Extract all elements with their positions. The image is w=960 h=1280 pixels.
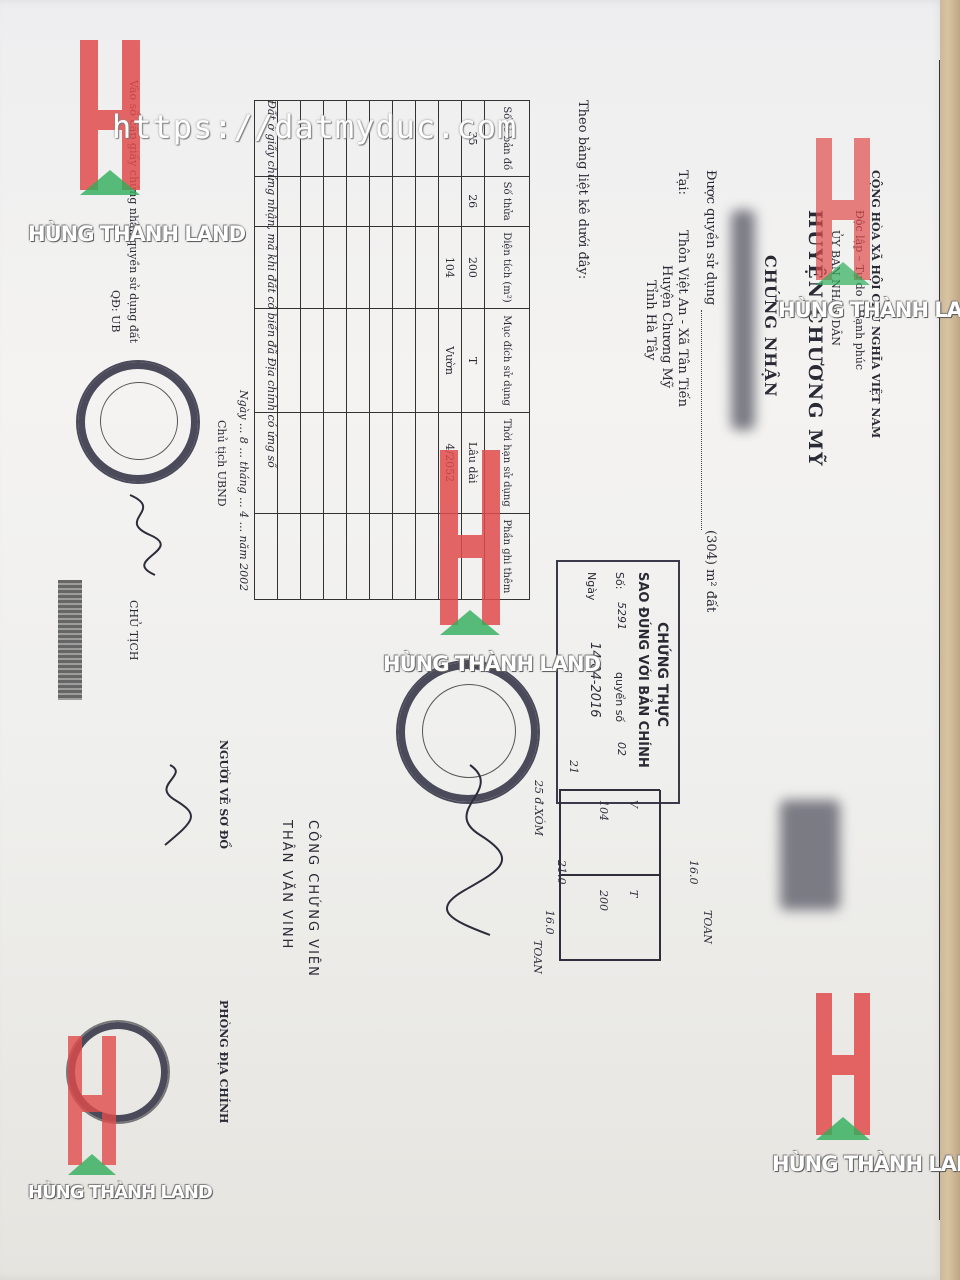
plot-sketch xyxy=(559,789,661,961)
table-edge xyxy=(940,0,960,1280)
cert-line1: CHỨNG THỰC xyxy=(654,622,670,728)
usage-dots xyxy=(701,310,716,530)
address-line2: Huyện Chương Mỹ xyxy=(659,265,674,389)
header-purpose: Mục đích sử dụng xyxy=(484,308,530,413)
cert-number-value: 5291 xyxy=(615,602,628,630)
cell-purpose: T xyxy=(461,308,485,413)
brand-watermark: HÙNG THÀNH LAND xyxy=(772,1152,960,1176)
sketch-v: V xyxy=(627,800,640,808)
hung-thanh-logo-icon xyxy=(816,993,870,1140)
cert-book-label: quyển số xyxy=(613,672,626,723)
header-plot: Số thửa xyxy=(484,176,530,227)
surveyor-signature xyxy=(164,764,192,846)
cert-number-label: Số: xyxy=(613,572,626,590)
address-line3: Tỉnh Hà Tây xyxy=(643,280,658,361)
doc-title: CHỨNG NHẬN xyxy=(761,255,780,398)
sketch-left-num: 21 xyxy=(567,760,580,774)
margin-barcode xyxy=(58,580,82,700)
notary-line2: THÂN VĂN VINH xyxy=(279,820,294,951)
hung-thanh-logo-icon xyxy=(68,1036,116,1175)
table-row xyxy=(346,100,370,600)
notary-signature xyxy=(445,764,503,936)
redacted-block xyxy=(780,800,840,910)
sketch-t: T xyxy=(627,890,640,898)
brand-watermark: HÙNG THÀNH LAND xyxy=(28,1182,213,1203)
cell-plot: 26 xyxy=(461,176,485,227)
signer-role: Chủ tịch UBND xyxy=(215,420,228,507)
footer-note: Đất ở giấy chứng nhận, mã khi đất có biế… xyxy=(265,100,278,468)
sketch-area-a: 104 xyxy=(597,800,610,821)
cell-area: 104 xyxy=(438,226,462,309)
sketch-side: TOAN xyxy=(701,910,714,944)
table-row xyxy=(392,100,416,600)
table-row xyxy=(277,100,301,600)
surveyor-label: NGƯỜI VẼ SƠ ĐỒ xyxy=(217,740,230,849)
cert-date-label: Ngày xyxy=(585,572,598,601)
official-seal xyxy=(76,360,200,484)
date-line: Ngày ... 8 ... tháng ... 4 ... năm 2002 xyxy=(237,390,250,592)
side-note-2: QĐ: UB xyxy=(109,290,122,333)
usage-label: Được quyền sử dụng xyxy=(703,170,718,306)
cell-purpose: Vườn xyxy=(438,308,462,413)
chairman-signature xyxy=(129,494,162,576)
cert-line2: SAO ĐÚNG VỚI BẢN CHÍNH xyxy=(635,572,650,768)
cert-book-value: 02 xyxy=(615,742,628,756)
brand-watermark: HÙNG THÀNH LAND xyxy=(778,298,960,322)
site-url-watermark: https://datmyduc.com xyxy=(112,108,518,146)
header-area: Diện tích (m²) xyxy=(484,226,530,309)
sketch-bottom: 16.0 xyxy=(543,910,556,935)
brand-watermark: HÙNG THÀNH LAND xyxy=(28,222,246,246)
hung-thanh-logo-icon xyxy=(816,138,870,285)
sketch-bottom-side: TOAN xyxy=(531,940,544,974)
notary-line1: CÔNG CHỨNG VIÊN xyxy=(305,820,320,978)
sketch-area-b: 200 xyxy=(597,890,610,911)
cell-area: 200 xyxy=(461,226,485,309)
land-office-label: PHÒNG ĐỊA CHÍNH xyxy=(217,1000,230,1124)
table-row xyxy=(300,100,324,600)
sketch-top: 16.0 xyxy=(687,860,700,885)
sketch-road: 25 đ.XÓM xyxy=(532,780,545,836)
at-label: Tại: xyxy=(675,170,690,195)
signer-title: CHỦ TỊCH xyxy=(127,600,140,661)
list-note: Theo bảng liệt kê dưới đây: xyxy=(575,100,590,280)
redacted-owner xyxy=(731,210,755,430)
table-row xyxy=(323,100,347,600)
cell-plot xyxy=(438,176,462,227)
brand-watermark: HÙNG THÀNH LAND xyxy=(383,652,601,676)
area-value: (304) m² đất xyxy=(703,530,718,613)
address-line1: Thôn Việt An - Xã Tân Tiến xyxy=(675,230,690,408)
hung-thanh-logo-icon xyxy=(80,40,140,195)
certificate-page: CỘNG HÒA XÃ HỘI CHỦ NGHĨA VIỆT NAM Độc l… xyxy=(66,60,940,1220)
sketch-mid-num: 21.0 xyxy=(555,860,568,885)
hung-thanh-logo-icon xyxy=(440,450,500,635)
table-row xyxy=(369,100,393,600)
